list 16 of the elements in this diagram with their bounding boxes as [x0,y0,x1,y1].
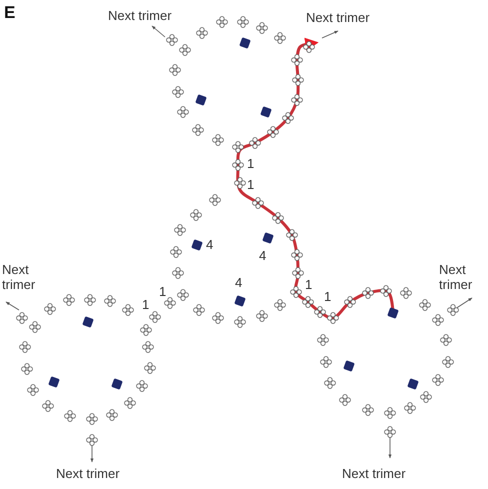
next-trimer-label: Next trimer [108,8,172,23]
site-number: 1 [305,277,312,292]
site-number: 1 [159,284,166,299]
next-trimer-label: Next trimer [306,10,370,25]
site-number: 1 [247,177,254,192]
panel-letter: E [4,3,16,23]
site-number: 1 [142,297,150,312]
site-number: 4 [206,237,214,252]
next-trimer-label: Next trimer [2,262,36,292]
next-trimer-label: Next trimer [342,466,406,481]
site-number: 1 [324,289,332,304]
next-trimer-label: Next trimer [56,466,120,481]
next-trimer-label: Next trimer [439,262,474,292]
site-number: 4 [259,248,266,263]
site-number: 4 [235,275,242,290]
site-number: 1 [247,156,254,171]
